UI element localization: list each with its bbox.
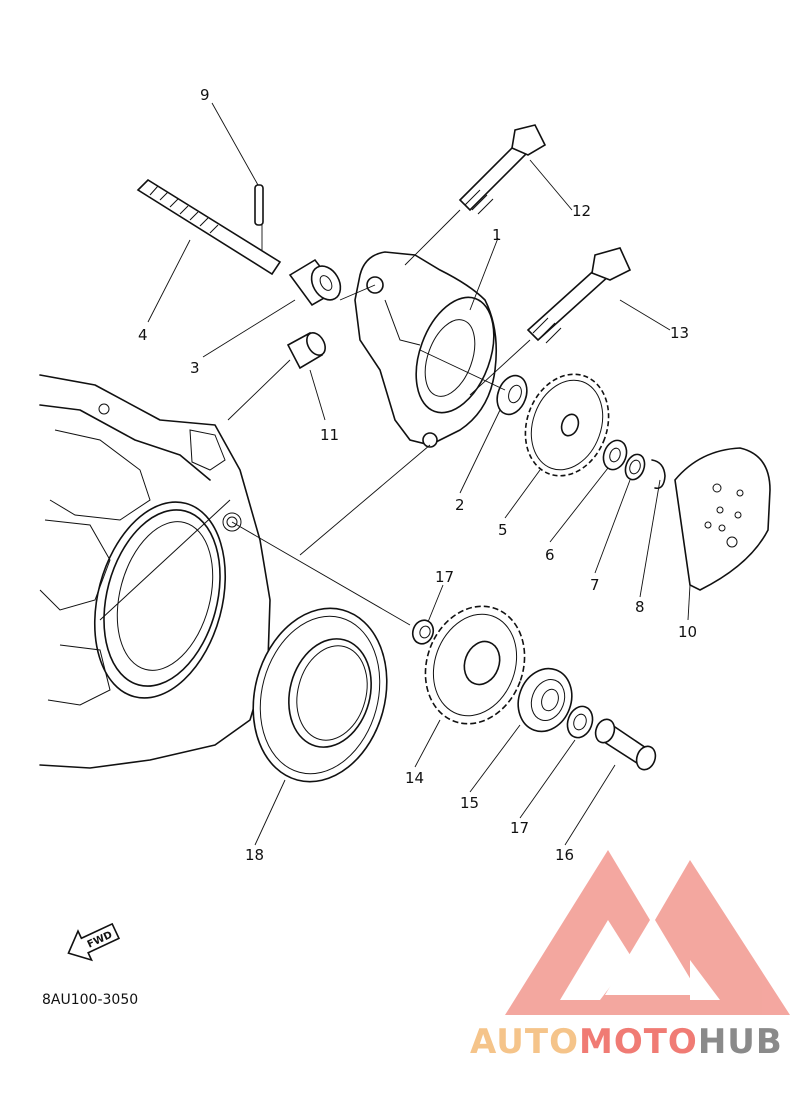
part-3-collar — [288, 258, 342, 307]
brand-part-moto: MOTO — [578, 1022, 698, 1062]
callout-11: 11 — [320, 426, 339, 444]
part-6-washer — [602, 439, 628, 471]
part-13-bolt — [526, 247, 632, 344]
callout-3: 3 — [190, 359, 200, 377]
callout-7: 7 — [590, 576, 600, 594]
part-4-shaft — [136, 178, 282, 276]
callout-10: 10 — [678, 623, 697, 641]
callout-15: 15 — [460, 794, 479, 812]
brand-part-auto: AUTO — [470, 1022, 579, 1062]
part-2-bushing — [496, 374, 528, 416]
callout-13: 13 — [670, 324, 689, 342]
part-16-sleeve — [594, 718, 657, 771]
part-17-washer-upper — [411, 619, 435, 645]
callout-18: 18 — [245, 846, 264, 864]
part-1-housing — [354, 251, 498, 448]
callout-5: 5 — [498, 521, 508, 539]
part-12-bolt — [458, 124, 547, 215]
part-14-gear — [424, 605, 526, 725]
brand-part-hub: HUB — [697, 1022, 783, 1062]
part-18-seal — [252, 607, 388, 783]
callout-labels: 9 4 3 11 1 2 5 6 7 8 10 12 13 17 14 15 1… — [138, 86, 697, 864]
assembly-lines — [227, 209, 531, 626]
watermark-logo-icon — [505, 850, 790, 1015]
part-8-circlip — [651, 459, 666, 490]
part-15-bearing — [517, 667, 573, 733]
callout-leaders — [147, 102, 691, 846]
part-10-plate — [674, 447, 771, 591]
fwd-arrow-icon: FWD — [67, 922, 121, 962]
watermark-brand-text: AUTOMOTOHUB — [470, 1022, 783, 1062]
part-7-washer — [624, 453, 646, 481]
callout-2: 2 — [455, 496, 465, 514]
diagram-code: 8AU100-3050 — [42, 992, 139, 1008]
callout-14: 14 — [405, 769, 424, 787]
part-5-gear — [524, 373, 610, 477]
callout-4: 4 — [138, 326, 148, 344]
callout-9: 9 — [200, 86, 210, 104]
callout-6: 6 — [545, 546, 555, 564]
part-17-washer-lower — [566, 705, 594, 739]
callout-17-lower: 17 — [510, 819, 529, 837]
callout-12: 12 — [572, 202, 591, 220]
callout-17-upper: 17 — [435, 568, 454, 586]
part-9-pin — [254, 184, 264, 226]
callout-8: 8 — [635, 598, 645, 616]
callout-1: 1 — [492, 226, 502, 244]
part-11-dowel — [286, 331, 326, 370]
crankcase — [39, 374, 271, 769]
callout-16: 16 — [555, 846, 574, 864]
